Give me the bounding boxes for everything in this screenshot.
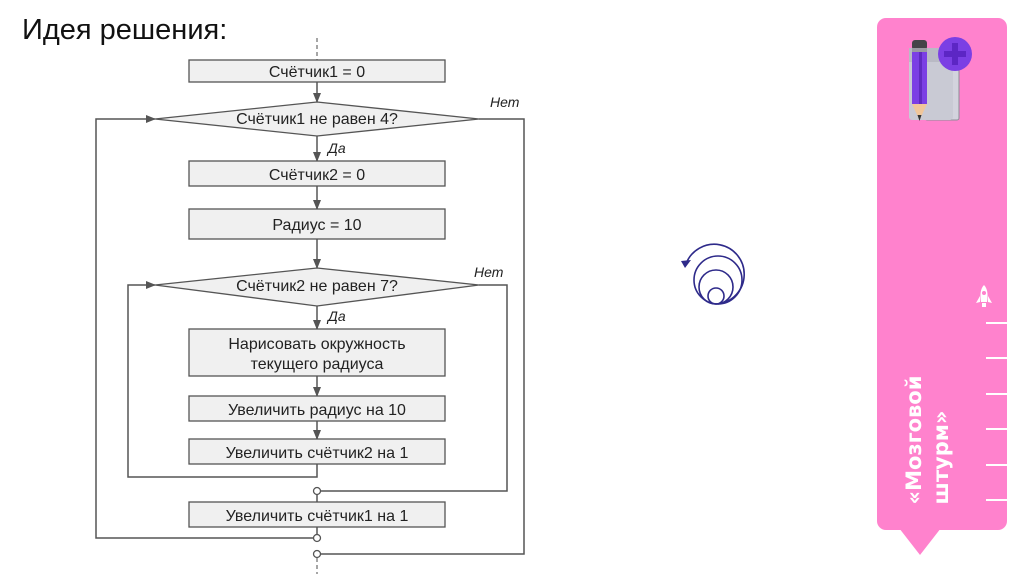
block-inc-radius: Увеличить радиус на 10 (188, 395, 446, 422)
block-text: Увеличить радиус на 10 (228, 402, 406, 419)
notebook-pencil-plus-icon (909, 37, 972, 121)
rocket-icon (976, 285, 992, 307)
block-init-radius: Радиус = 10 (188, 208, 446, 240)
junction-inner-exit (312, 486, 322, 496)
outer-exit-line (321, 118, 525, 555)
panel-caption-line1: «Мозговой (902, 375, 926, 505)
junction-outer-loop (312, 533, 322, 543)
slide-title: Идея решения: (22, 14, 228, 46)
panel-caption-line2: штурм» (929, 410, 953, 505)
panel-tick (986, 499, 1007, 501)
block-text: Увеличить счётчик1 на 1 (226, 508, 409, 525)
concentric-circles-spiral-icon (681, 243, 745, 305)
block-text-line2: текущего радиуса (251, 356, 384, 373)
block-inc-counter2: Увеличить счётчик2 на 1 (188, 438, 446, 465)
block-text: Радиус = 10 (272, 217, 361, 234)
block-draw-circle: Нарисовать окружность текущего радиуса (188, 328, 446, 377)
inner-exit-line (321, 284, 508, 492)
label-no-1: Нет (490, 94, 520, 110)
block-text: Счётчик1 = 0 (269, 64, 365, 81)
block-text-line1: Нарисовать окружность (228, 336, 405, 353)
panel-tick (986, 428, 1007, 430)
decision-text: Счётчик2 не равен 7? (236, 278, 398, 295)
block-text: Увеличить счётчик2 на 1 (226, 445, 409, 462)
inner-loop-line (127, 281, 318, 478)
block-init-counter2: Счётчик2 = 0 (188, 160, 446, 187)
decision-counter1: Счётчик1 не равен 4? (154, 101, 480, 137)
block-inc-counter1: Увеличить счётчик1 на 1 (188, 501, 446, 528)
panel-tick (986, 322, 1007, 324)
decision-counter2: Счётчик2 не равен 7? (154, 267, 480, 307)
block-text: Счётчик2 = 0 (269, 167, 365, 184)
outer-loop-line (95, 115, 313, 539)
panel-pointer (899, 528, 941, 555)
panel-tick (986, 393, 1007, 395)
decision-text: Счётчик1 не равен 4? (236, 111, 398, 128)
label-no-2: Нет (474, 264, 504, 280)
panel-tick (986, 464, 1007, 466)
panel-tick (986, 357, 1007, 359)
label-yes-2: Да (326, 308, 346, 324)
block-init-counter1: Счётчик1 = 0 (188, 59, 446, 83)
junction-outer-exit (312, 549, 322, 559)
panel-caption: «Мозговой штурм» (901, 376, 955, 505)
label-yes-1: Да (326, 140, 346, 156)
